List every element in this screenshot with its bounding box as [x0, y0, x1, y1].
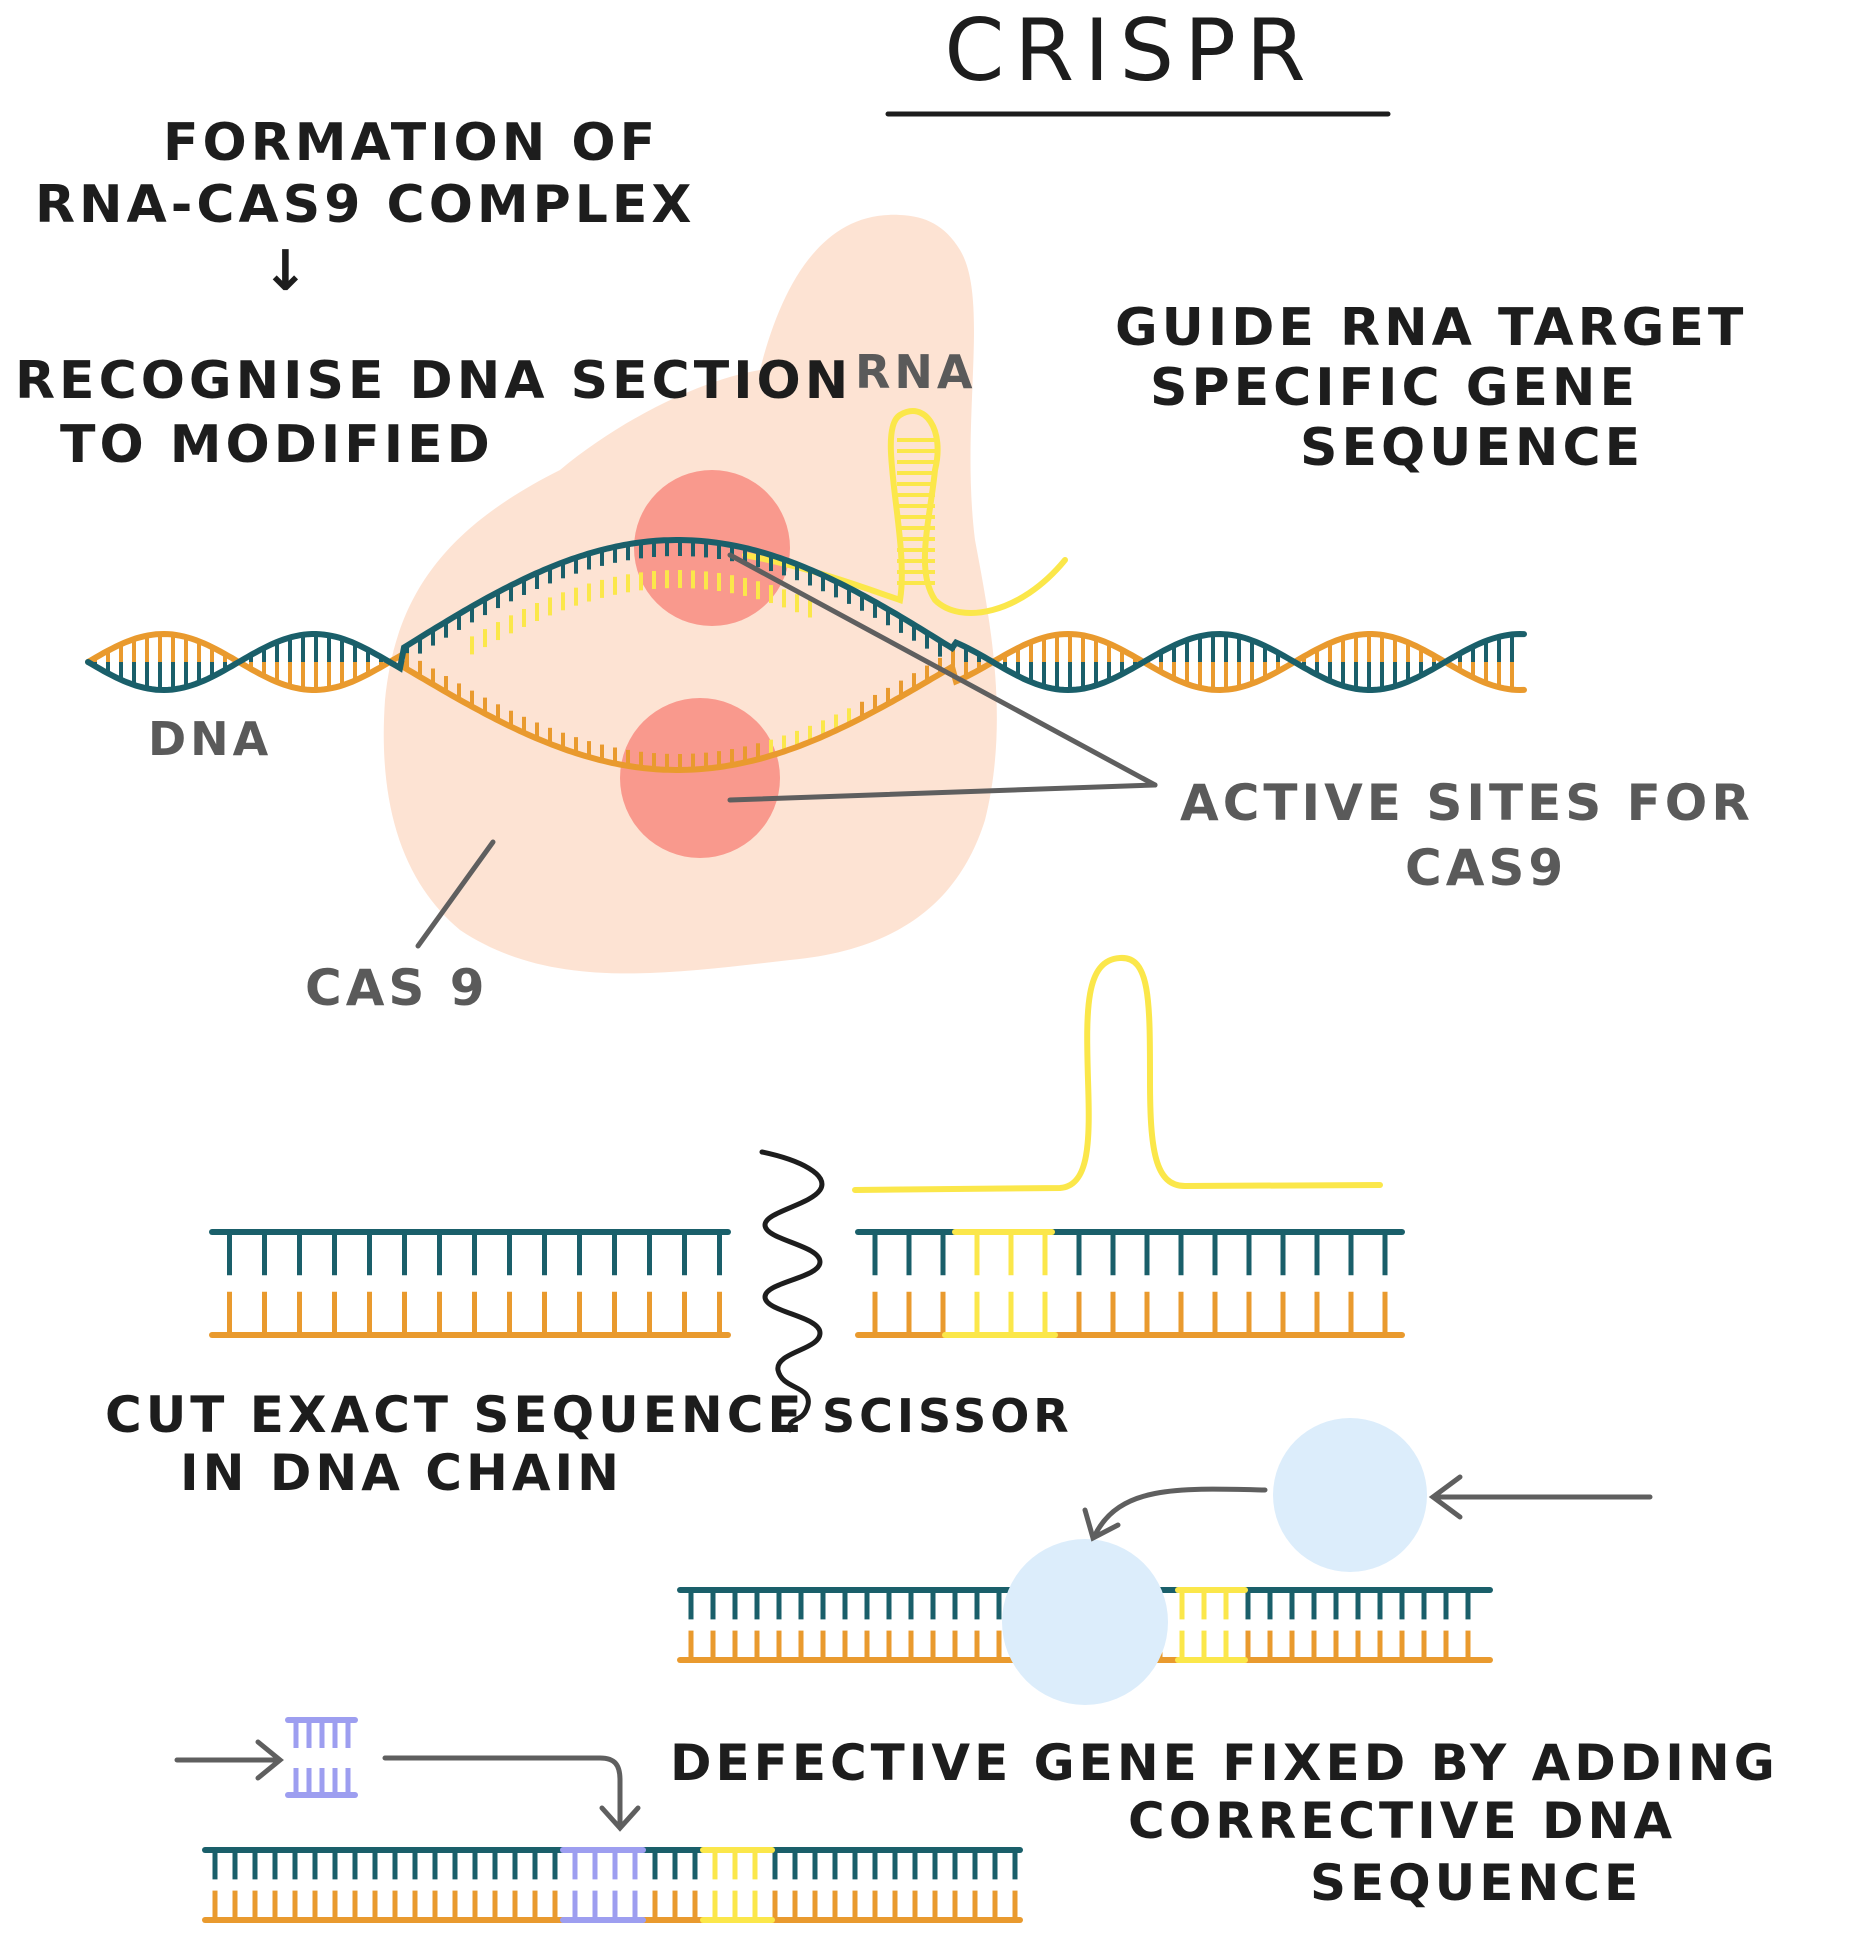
insert-arrow-bent-icon	[382, 1755, 641, 1832]
arrow-down-icon: ↓	[262, 239, 309, 304]
repair-blob-large	[1002, 1539, 1168, 1705]
repair-dna-fragments	[677, 1587, 1493, 1663]
cut-label-line1: CUT EXACT SEQUENCE	[105, 1386, 806, 1444]
formation-label-line1: FORMATION OF	[163, 113, 659, 173]
active-site-top	[634, 470, 790, 626]
guide-rna-hairpin	[742, 408, 1068, 616]
dna-strand-teal	[85, 537, 1527, 694]
active-sites-label-line2: CAS9	[1405, 839, 1567, 897]
pointer-to-cas9	[415, 839, 496, 949]
fixed-dna-strand	[202, 1717, 1023, 1923]
cut-label-line2: IN DNA CHAIN	[180, 1444, 623, 1502]
defective-label-line3: SEQUENCE	[1310, 1854, 1642, 1912]
pointer-to-top-active-site	[727, 552, 1158, 788]
insert-arrow-left-icon	[174, 1739, 284, 1781]
active-sites-label-line1: ACTIVE SITES FOR	[1180, 774, 1754, 832]
repair-arrow-curved-icon	[1082, 1486, 1268, 1542]
pointer-to-bottom-active-site	[727, 782, 1158, 803]
cut-dna-fragments	[209, 1229, 1405, 1338]
repair-arrow-right-icon	[1428, 1474, 1653, 1520]
active-site-bottom	[620, 698, 780, 858]
recognise-label-line2: TO MODIFIED	[60, 415, 494, 475]
recognise-label-line1: RECOGNISE DNA SECTION	[15, 351, 852, 411]
dna-double-helix	[85, 537, 1527, 773]
cas9-label: CAS 9	[305, 959, 489, 1017]
defective-label-line1: DEFECTIVE GENE FIXED BY ADDING	[670, 1734, 1779, 1792]
guide-rna-mid	[852, 954, 1383, 1193]
guide-label-line1: GUIDE RNA TARGET	[1115, 298, 1747, 358]
dna-label: DNA	[148, 712, 272, 766]
defective-label-line2: CORRECTIVE DNA	[1128, 1792, 1676, 1850]
diagram-title: CRISPR	[944, 1, 1315, 101]
repair-blob-small	[1273, 1418, 1427, 1572]
scissor-label: SCISSOR	[822, 1389, 1073, 1443]
corrective-dna-fragment	[285, 1717, 358, 1798]
guide-label-line2: SPECIFIC GENE	[1150, 358, 1639, 418]
dna-strand-orange	[85, 630, 1527, 773]
scissor-zigzag	[759, 1149, 825, 1433]
formation-label-line2: RNA-CAS9 COMPLEX	[35, 175, 696, 235]
rna-label: RNA	[855, 345, 977, 399]
guide-label-line3: SEQUENCE	[1300, 418, 1644, 478]
